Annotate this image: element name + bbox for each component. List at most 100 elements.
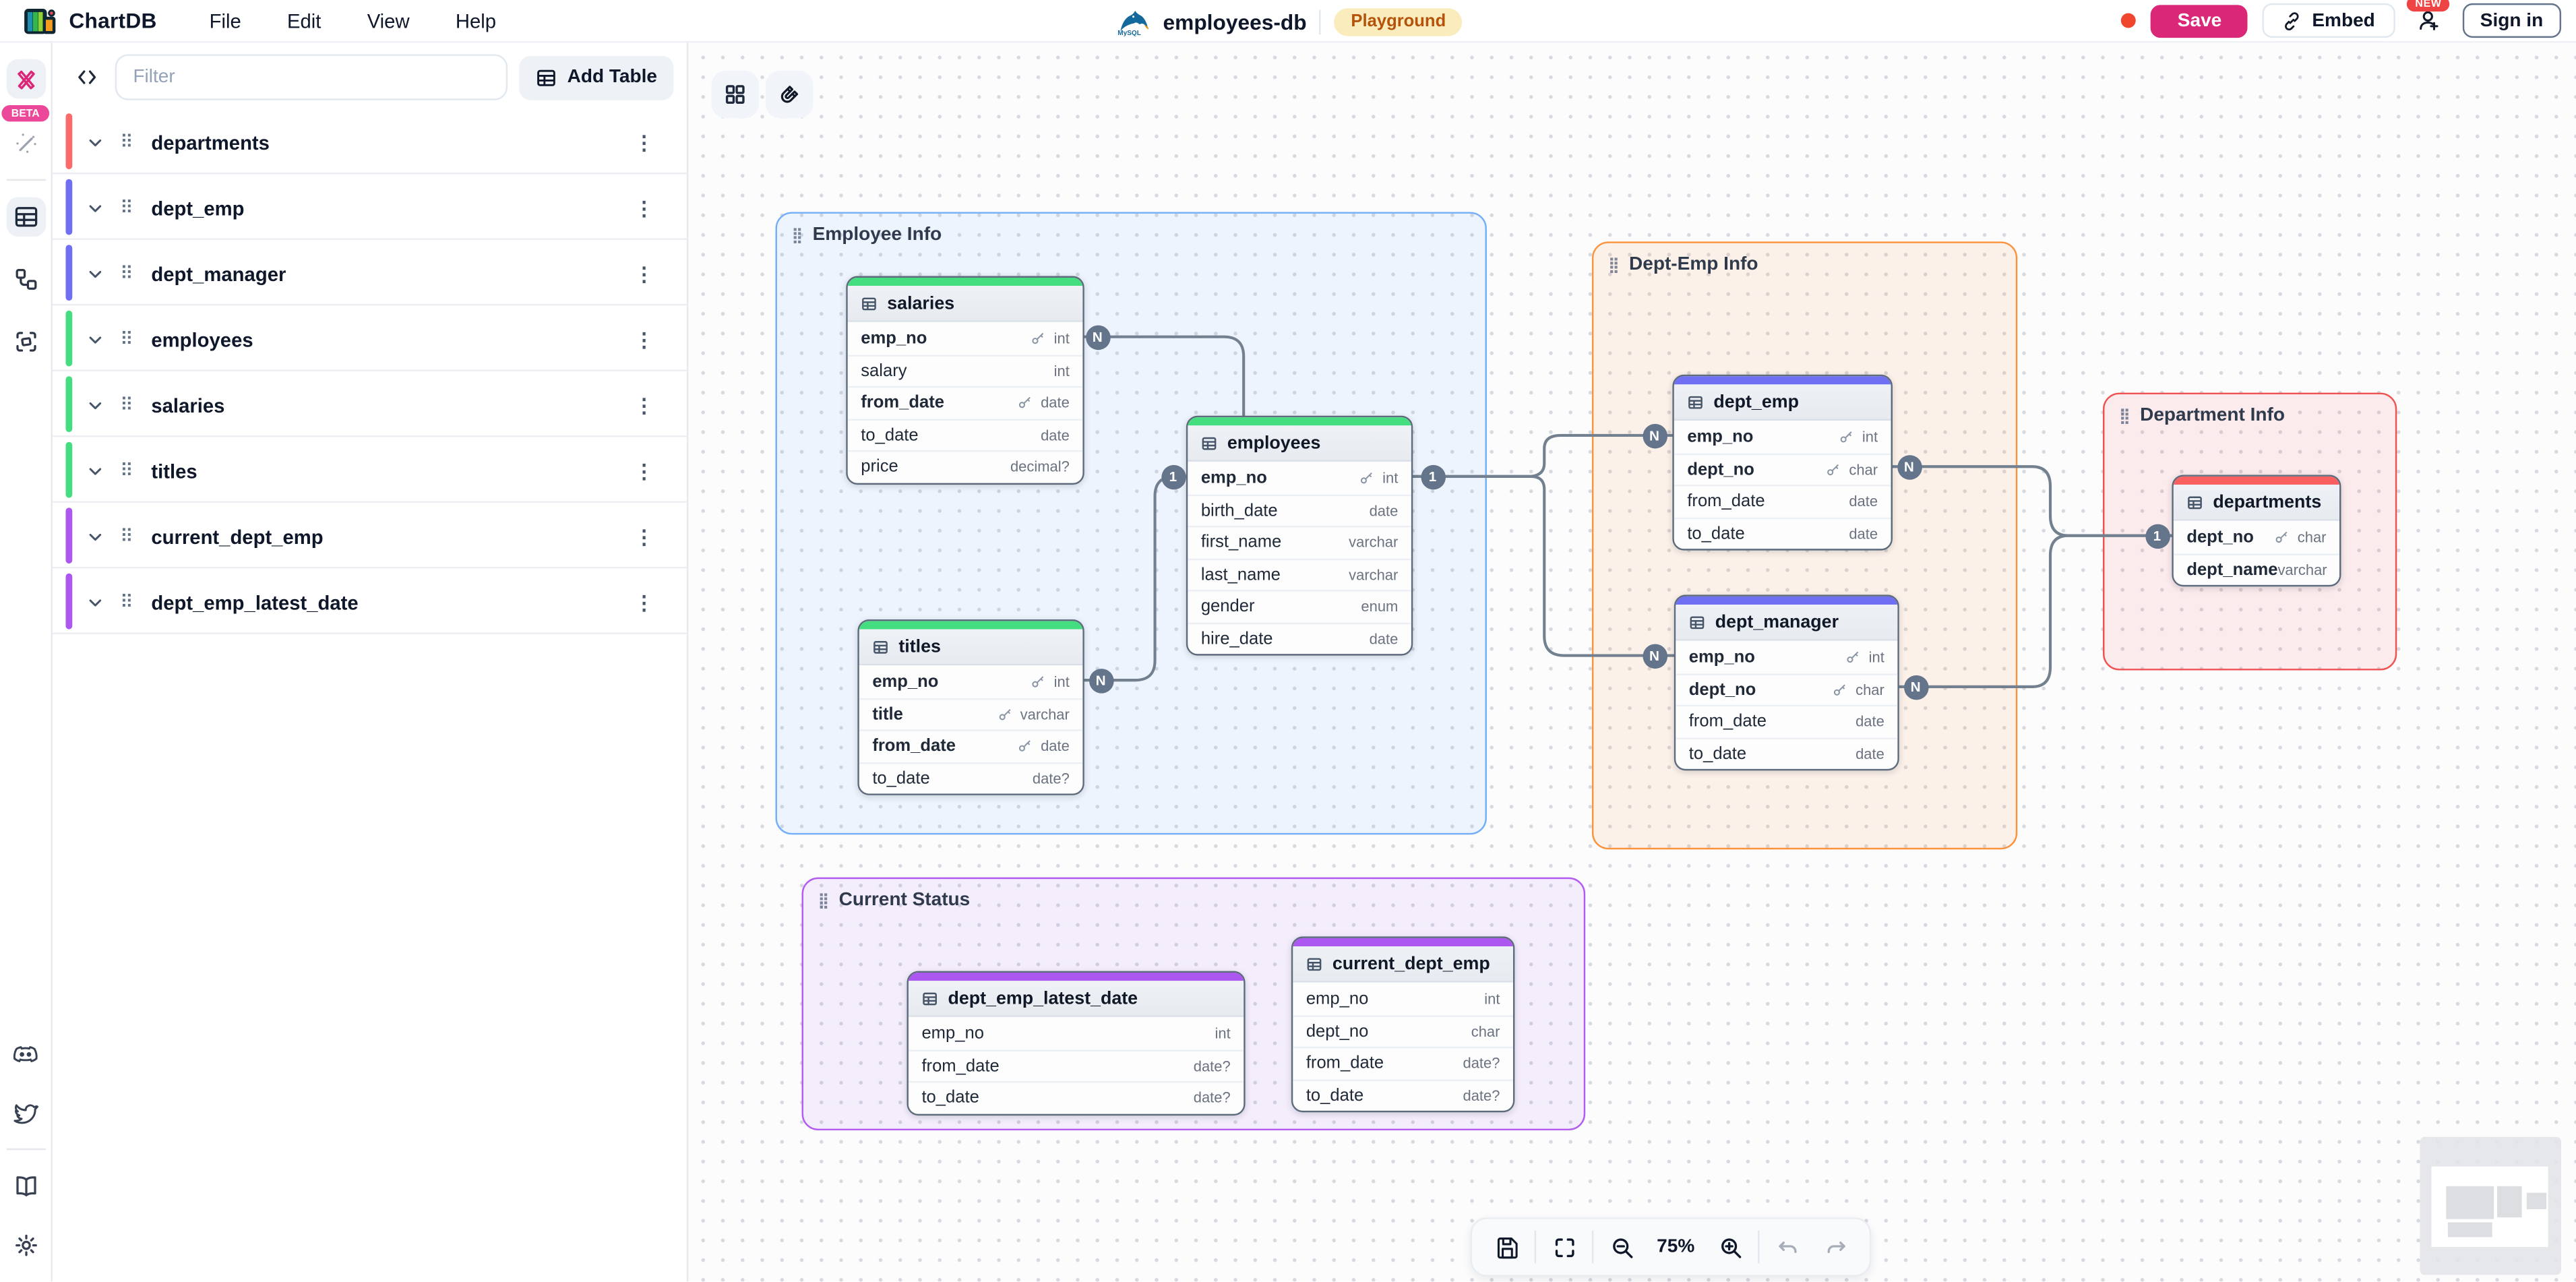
table-menu-button[interactable]: ⋮ — [634, 328, 654, 351]
menu-file[interactable]: File — [209, 9, 241, 32]
chevron-down-icon[interactable] — [86, 328, 109, 350]
sidebar-table-row-salaries[interactable]: ⠿salaries⋮ — [53, 374, 687, 437]
table-title: dept_emp_latest_date — [948, 988, 1138, 1008]
chevron-down-icon[interactable] — [86, 262, 109, 285]
drag-handle-icon[interactable]: ⠿ — [119, 396, 133, 416]
drag-handle-icon[interactable]: ⠿ — [119, 133, 133, 153]
docs-button[interactable] — [6, 1167, 46, 1207]
table-header[interactable]: salaries — [847, 286, 1083, 322]
area-label: ⣿Dept-Emp Info — [1608, 254, 1758, 275]
table-header[interactable]: current_dept_emp — [1293, 946, 1513, 983]
drag-handle-icon[interactable]: ⠿ — [119, 527, 133, 547]
chevron-down-icon[interactable] — [86, 394, 109, 417]
relationships-panel-button[interactable] — [6, 260, 46, 299]
table-header[interactable]: dept_manager — [1676, 605, 1898, 641]
table-name: titles — [151, 459, 197, 483]
table-header[interactable]: dept_emp_latest_date — [908, 981, 1244, 1017]
drag-handle-icon[interactable]: ⠿ — [119, 592, 133, 613]
table-header[interactable]: dept_emp — [1674, 384, 1891, 421]
table-icon — [1687, 394, 1703, 410]
sidebar-table-row-titles[interactable]: ⠿ titles ⋮ — [53, 440, 687, 503]
sidebar-table-row-dept_emp_latest_date[interactable]: ⠿dept_emp_latest_date⋮ — [53, 572, 687, 634]
primary-key-icon — [998, 706, 1014, 723]
drag-handle-icon[interactable]: ⣿ — [2119, 406, 2130, 423]
sign-in-button[interactable]: Sign in — [2461, 3, 2562, 38]
sidebar-table-row-employees[interactable]: ⠿employees⋮ — [53, 309, 687, 371]
panel-toolbar: Add Table — [53, 42, 687, 109]
drag-handle-icon[interactable]: ⣿ — [791, 226, 803, 243]
zoom-in-button[interactable] — [1710, 1227, 1750, 1267]
drag-handle-icon[interactable]: ⠿ — [119, 461, 133, 482]
beta-badge: BETA — [1, 105, 50, 122]
tables-panel-button[interactable] — [5, 197, 46, 237]
areas-panel-button[interactable] — [6, 322, 46, 362]
design-tools-button[interactable] — [5, 59, 46, 99]
table-color-strip — [65, 508, 73, 564]
app-brand[interactable]: ChartDB — [0, 6, 157, 36]
minimap[interactable] — [2420, 1136, 2562, 1275]
table-menu-button[interactable]: ⋮ — [634, 262, 654, 285]
settings-button[interactable] — [6, 1225, 46, 1265]
discord-button[interactable] — [6, 1035, 46, 1075]
sidebar-table-row-current_dept_emp[interactable]: ⠿current_dept_emp⋮ — [53, 506, 687, 569]
embed-button[interactable]: Embed — [2263, 3, 2395, 38]
drag-handle-icon[interactable]: ⣿ — [818, 891, 829, 908]
drag-handle-icon[interactable]: ⣿ — [1608, 255, 1620, 272]
sidebar-table-row-departments[interactable]: ⠿departments⋮ — [53, 111, 687, 175]
table-menu-button[interactable]: ⋮ — [634, 459, 654, 483]
filter-input[interactable] — [115, 54, 508, 100]
table-color-strip — [65, 245, 73, 301]
drag-handle-icon[interactable]: ⠿ — [119, 330, 133, 350]
sidebar-table-row-dept_manager[interactable]: ⠿dept_manager⋮ — [53, 243, 687, 306]
table-title: departments — [2213, 492, 2322, 512]
divider — [1320, 9, 1322, 34]
undo-button[interactable] — [1768, 1227, 1808, 1267]
code-view-button[interactable] — [71, 59, 104, 96]
menu-view[interactable]: View — [367, 9, 410, 32]
save-button[interactable]: Save — [2151, 4, 2248, 37]
grid-view-button[interactable] — [711, 70, 760, 119]
table-menu-button[interactable]: ⋮ — [634, 524, 654, 548]
snap-magnet-button[interactable] — [765, 70, 814, 119]
table-menu-button[interactable]: ⋮ — [634, 590, 654, 614]
menu-help[interactable]: Help — [455, 9, 497, 32]
chevron-down-icon[interactable] — [86, 525, 109, 548]
add-table-button[interactable]: Add Table — [519, 55, 674, 100]
chevron-down-icon[interactable] — [86, 459, 109, 482]
zoom-level[interactable]: 75% — [1657, 1237, 1695, 1257]
table-header[interactable]: titles — [859, 629, 1083, 666]
drag-handle-icon[interactable]: ⠿ — [119, 198, 133, 219]
twitter-button[interactable] — [6, 1093, 46, 1132]
table-header[interactable]: employees — [1188, 425, 1411, 462]
save-diagram-button[interactable] — [1487, 1227, 1527, 1267]
table-menu-button[interactable]: ⋮ — [634, 393, 654, 417]
magic-wand-button[interactable] — [6, 123, 46, 163]
chevron-down-icon[interactable] — [86, 590, 109, 613]
drag-handle-icon[interactable]: ⠿ — [119, 264, 133, 284]
chevron-down-icon[interactable] — [86, 131, 109, 154]
grid-icon — [723, 82, 748, 107]
sidebar-table-row-dept_emp[interactable]: ⠿dept_emp⋮ — [53, 177, 687, 240]
table-accent-bar — [1188, 417, 1411, 426]
zoom-out-button[interactable] — [1602, 1227, 1642, 1267]
table-icon — [2186, 493, 2203, 510]
table-menu-button[interactable]: ⋮ — [634, 196, 654, 220]
table-menu-button[interactable]: ⋮ — [634, 130, 654, 154]
chevron-down-icon[interactable] — [86, 196, 109, 219]
fit-view-button[interactable] — [1544, 1227, 1584, 1267]
table-icon — [12, 204, 38, 230]
database-name[interactable]: employees-db — [1163, 9, 1307, 34]
table-header[interactable]: departments — [2173, 485, 2339, 521]
redo-button[interactable] — [1815, 1227, 1855, 1267]
menu-edit[interactable]: Edit — [287, 9, 321, 32]
